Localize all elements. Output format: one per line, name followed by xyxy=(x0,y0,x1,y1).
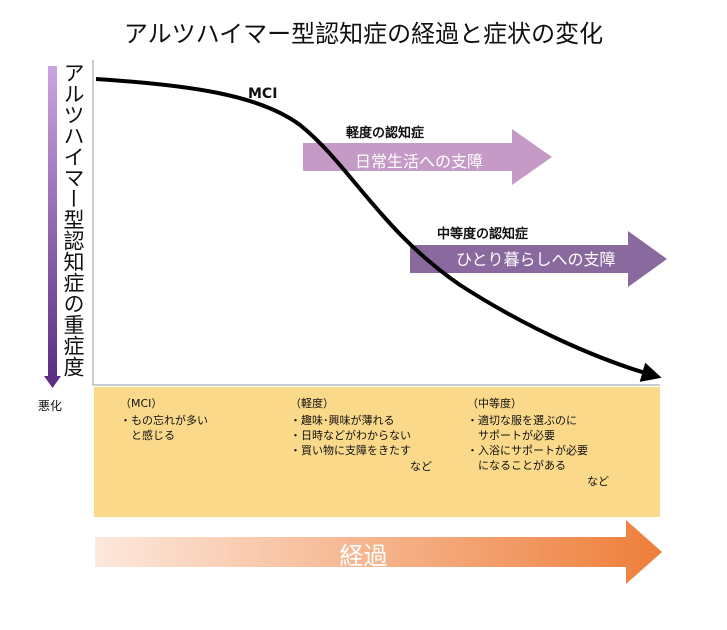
symptom-item: ・趣味･興味が薄れる xyxy=(290,414,395,427)
stage-mci-symptoms: （MCI） ・もの忘れが多い と感じる xyxy=(120,395,208,443)
symptom-item: サポートが必要 xyxy=(467,429,555,442)
stage-moderate-etc: など xyxy=(587,475,609,488)
daily-life-arrow-label: 日常生活への支障 xyxy=(355,152,484,171)
worse-label: 悪化 xyxy=(38,399,63,413)
diagram-title: アルツハイマー型認知症の経過と症状の変化 xyxy=(123,20,604,48)
stage-mild-symptoms: （軽度） ・趣味･興味が薄れる ・日時などがわからない ・買い物に支障をきたす xyxy=(290,395,411,458)
elapsed-arrow xyxy=(95,520,662,584)
symptom-item: ・もの忘れが多い xyxy=(120,414,208,427)
symptom-item: と感じる xyxy=(120,429,175,442)
living-alone-arrow xyxy=(410,231,667,287)
stage-header: （軽度） xyxy=(290,397,334,410)
symptom-item: ・日時などがわからない xyxy=(290,429,411,442)
severity-axis-label: アルツハイマー型認知症の重症度 xyxy=(61,62,85,377)
stage-header: （MCI） xyxy=(120,397,163,410)
symptom-panel xyxy=(94,387,660,517)
stage-moderate-symptoms: （中等度） ・適切な服を選ぶのに サポートが必要 ・入浴にサポートが必要 になる… xyxy=(467,395,588,473)
symptom-item: ・買い物に支障をきたす xyxy=(290,444,411,457)
living-alone-arrow-label: ひとり暮らしへの支障 xyxy=(456,250,616,269)
progression-curve xyxy=(95,77,662,382)
symptom-item: ・適切な服を選ぶのに xyxy=(467,414,577,427)
stage-header: （中等度） xyxy=(467,397,522,410)
mci-curve-label: MCI xyxy=(248,86,278,102)
elapsed-arrow-label: 経過 xyxy=(339,542,388,570)
severity-axis-arrow xyxy=(44,66,61,388)
stage-mild-etc: など xyxy=(410,460,432,473)
moderate-stage-label: 中等度の認知症 xyxy=(437,227,529,242)
symptom-item: になることがある xyxy=(467,459,566,472)
mild-stage-label: 軽度の認知症 xyxy=(346,126,425,141)
symptom-item: ・入浴にサポートが必要 xyxy=(467,444,588,457)
daily-life-arrow xyxy=(303,129,552,185)
